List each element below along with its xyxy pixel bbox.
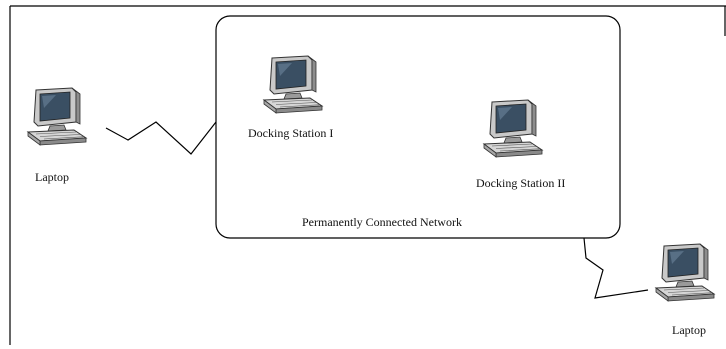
laptop-right-icon [655, 243, 715, 302]
docking-station-1-label: Docking Station I [248, 126, 334, 140]
docking-station-1-icon [263, 55, 323, 114]
laptop-right-label: Laptop [672, 323, 706, 337]
laptop-left-icon [27, 87, 87, 146]
docking-station-2-icon [483, 99, 543, 158]
wireless-link-right [583, 237, 649, 299]
network-label: Permanently Connected Network [302, 215, 462, 229]
permanent-network-boundary [215, 15, 621, 239]
docking-station-2-label: Docking Station II [476, 176, 566, 190]
wireless-link-left [105, 121, 217, 155]
laptop-left-label: Laptop [35, 170, 69, 184]
